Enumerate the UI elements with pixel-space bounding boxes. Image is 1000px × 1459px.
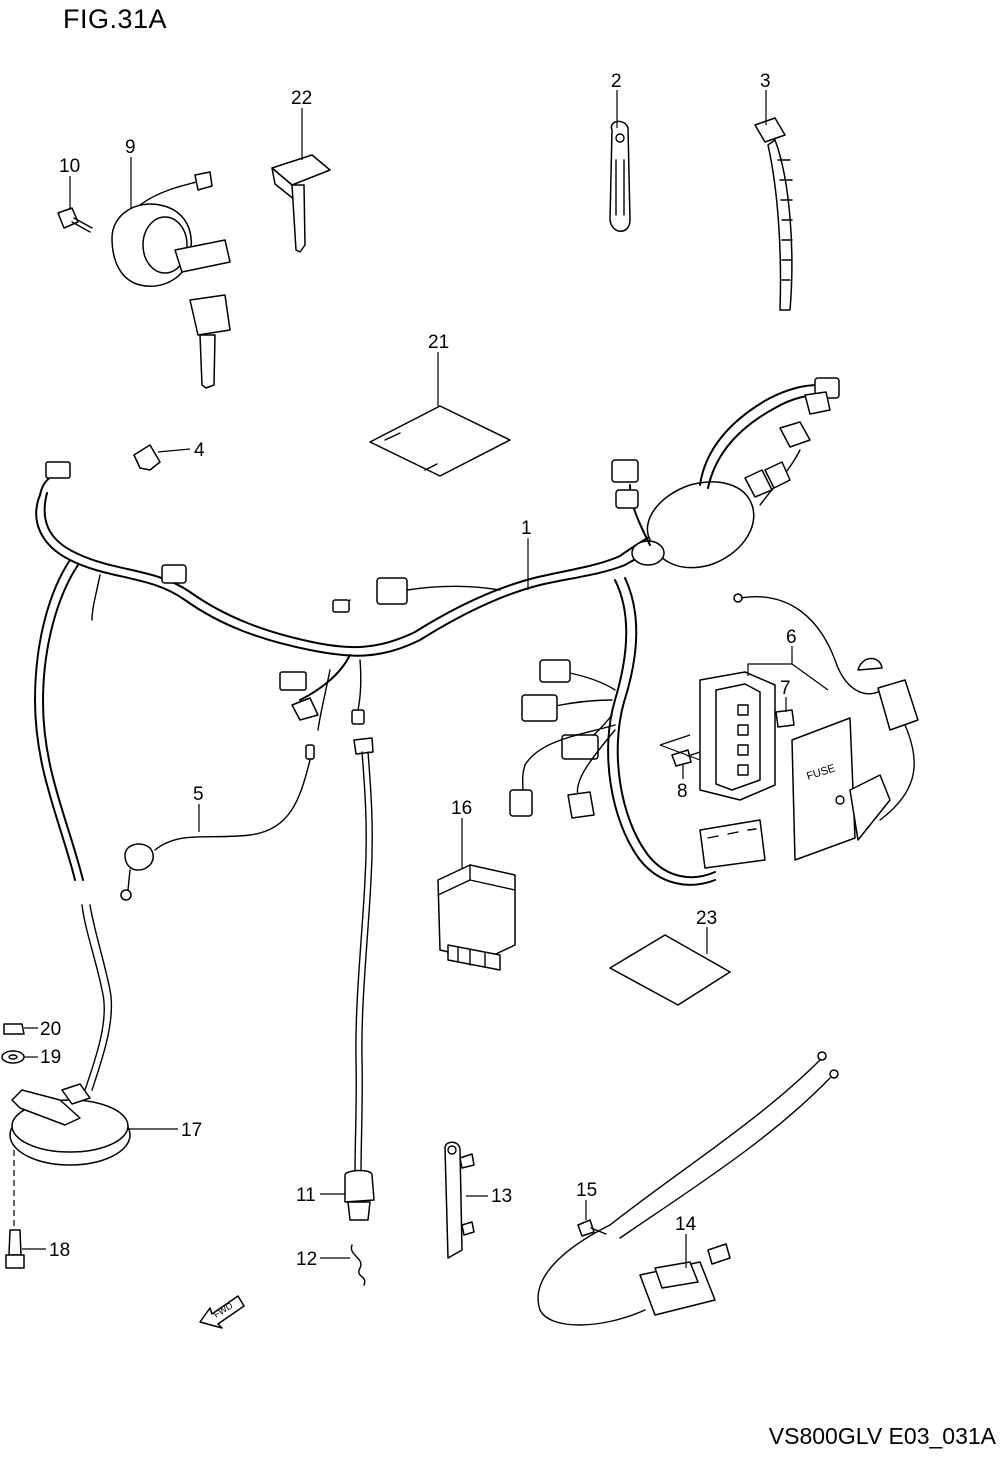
bracket-part[interactable] [444,1141,475,1259]
callout-16: 16 [451,798,472,819]
callout-5: 5 [193,784,204,805]
harness-clamp-part[interactable] [609,120,631,232]
forward-arrow: FWD [199,1295,245,1329]
lead-wire-part[interactable] [120,744,315,901]
callout-4: 4 [194,440,205,461]
leader-lines [22,90,829,1268]
wiring-harness-part[interactable] [34,377,840,886]
screw-part[interactable] [57,207,93,233]
callout-18: 18 [49,1240,70,1261]
callout-8: 8 [677,781,688,802]
relay-part[interactable] [437,864,516,971]
callout-3: 3 [760,71,771,92]
callout-10: 10 [59,156,80,177]
callout-23: 23 [696,908,717,929]
switch-wire-part[interactable] [344,737,375,1286]
callout-labels: 1 2 3 4 5 6 7 8 9 10 11 12 13 14 15 16 1… [40,71,797,1270]
callout-15: 15 [576,1180,597,1201]
ignition-switch-part[interactable] [111,171,231,389]
label-sheet-part[interactable] [369,405,511,477]
fuse-box-part[interactable]: FUSE [671,593,919,869]
callout-6: 6 [786,627,797,648]
sheet-part[interactable] [609,934,731,1006]
clip-part[interactable] [133,444,161,471]
callout-11: 11 [296,1185,316,1206]
callout-12: 12 [296,1249,317,1270]
callout-14: 14 [675,1214,697,1235]
callout-9: 9 [125,137,136,158]
key-part[interactable] [271,154,331,253]
callout-17: 17 [181,1120,202,1141]
callout-1: 1 [521,518,532,539]
cable-tie-part[interactable] [754,117,793,311]
callout-19: 19 [40,1047,61,1068]
horn-part[interactable] [1,904,131,1269]
callout-7: 7 [780,678,791,699]
callout-13: 13 [491,1186,512,1207]
callout-2: 2 [611,71,622,92]
sensor-cable-part[interactable] [537,1051,839,1326]
figure-title: FIG.31A [63,4,168,34]
callout-20: 20 [40,1019,61,1040]
callout-22: 22 [291,88,312,109]
callout-21: 21 [428,332,449,353]
figure-code: VS800GLV E03_031A [768,1423,996,1449]
